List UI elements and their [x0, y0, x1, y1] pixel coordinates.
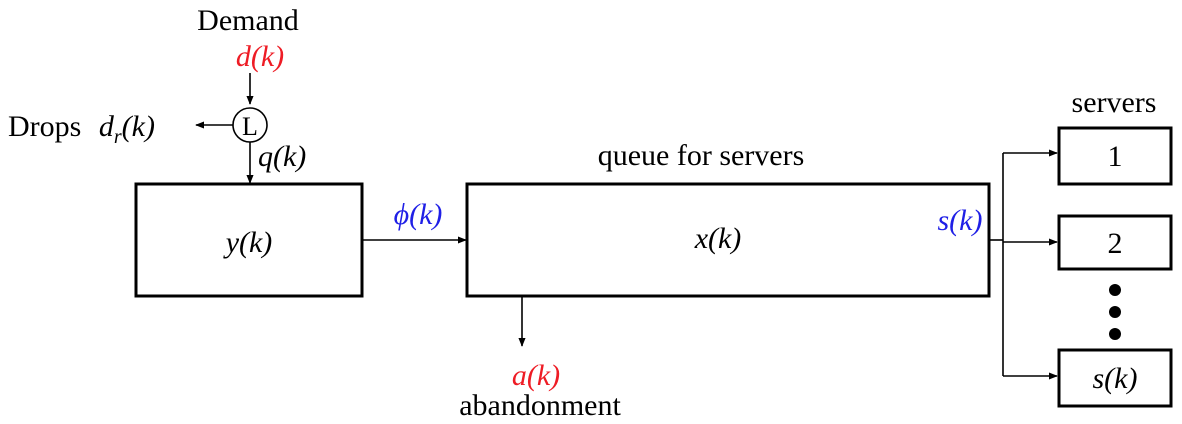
drops-variable-base: d: [99, 110, 115, 143]
service-rate-variable: s(k): [938, 204, 983, 237]
queue-box: [465, 182, 991, 298]
drops-word: Drops: [8, 110, 81, 143]
queue-title: queue for servers: [598, 139, 805, 172]
demand-label: Demand: [197, 4, 299, 37]
limiter-label: L: [242, 112, 258, 141]
drops-variable-arg: (k): [122, 110, 155, 143]
server-2-label: 2: [1108, 227, 1123, 260]
drops-variable-sub: r: [114, 126, 122, 148]
phi-variable: ϕ(k): [394, 198, 443, 231]
ellipsis-dot-3: [1109, 328, 1121, 340]
server-last-box: [1057, 348, 1173, 408]
ellipsis-dot-2: [1109, 306, 1121, 318]
server-1-label: 1: [1108, 140, 1123, 173]
abandonment-label: abandonment: [459, 389, 621, 422]
drops-label: Drops dr(k): [8, 110, 155, 148]
q-variable: q(k): [258, 140, 306, 173]
server-last-label: s(k): [1093, 362, 1138, 395]
demand-variable: d(k): [236, 40, 284, 73]
ellipsis-dot-1: [1109, 284, 1121, 296]
y-box-label: y(k): [223, 226, 273, 259]
y-box: [134, 182, 364, 298]
servers-title: servers: [1072, 86, 1157, 119]
abandonment-variable: a(k): [512, 359, 560, 392]
queue-box-label: x(k): [694, 222, 742, 255]
server-2-box: [1057, 214, 1173, 271]
server-1-box: [1057, 126, 1173, 186]
